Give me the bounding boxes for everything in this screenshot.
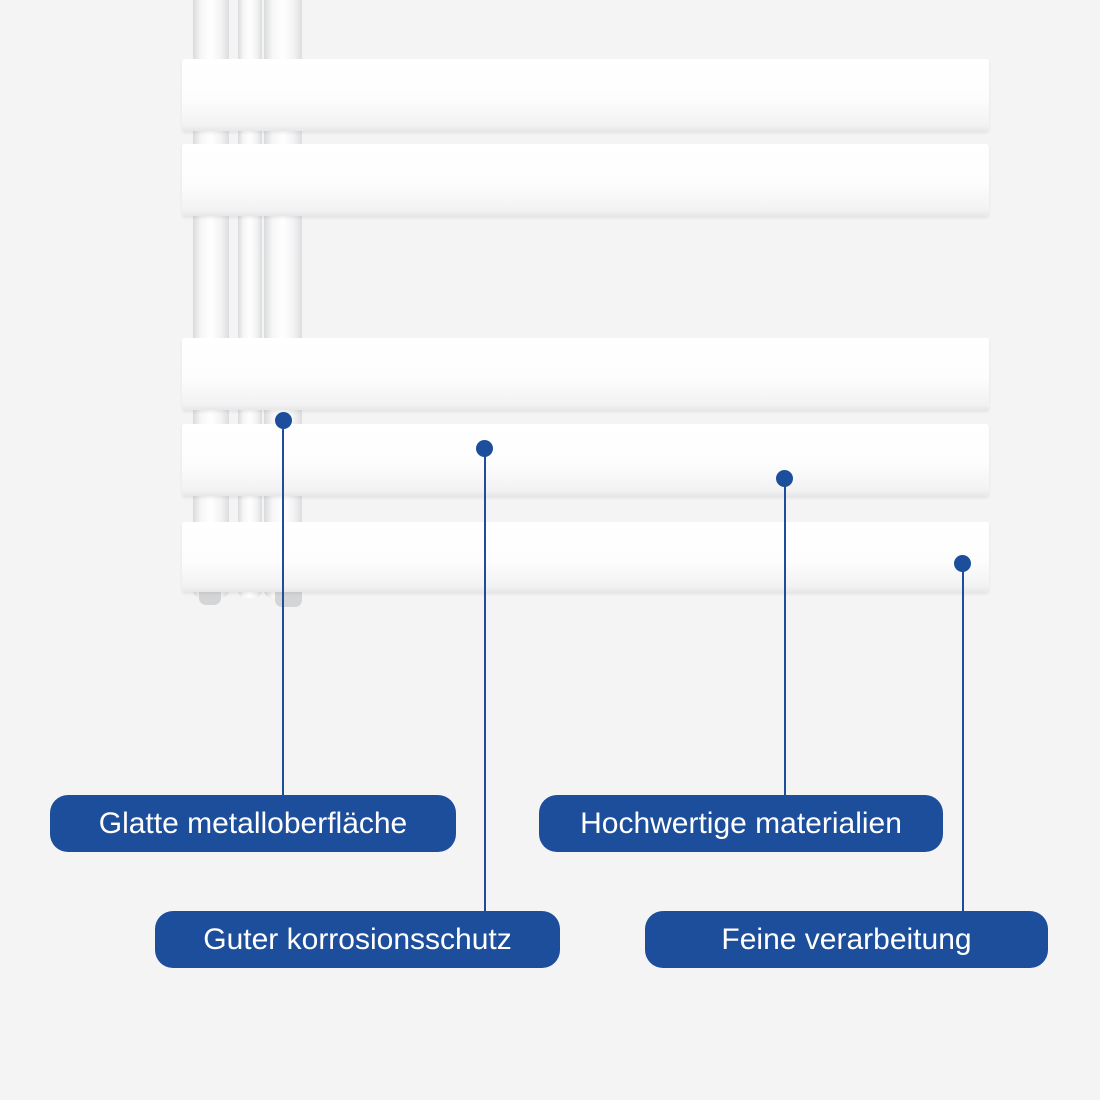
callout-line-glatte-metalloberflaeche [282,420,284,797]
radiator-panel-2 [182,144,989,216]
radiator-panel-1 [182,59,989,131]
radiator-valve-cap-right [275,592,302,607]
radiator-panel-4 [182,424,989,496]
callout-pill-glatte-metalloberflaeche: Glatte metalloberfläche [50,795,456,852]
callout-dot-guter-korrosionsschutz [476,440,493,457]
radiator-valve-cap-left [199,592,221,605]
callout-dot-feine-verarbeitung [954,555,971,572]
callout-line-feine-verarbeitung [962,563,964,913]
radiator-panel-5 [182,522,989,592]
callout-label: Hochwertige materialien [580,806,902,840]
callout-label: Guter korrosionsschutz [203,922,512,956]
callout-pill-feine-verarbeitung: Feine verarbeitung [645,911,1048,968]
callout-label: Glatte metalloberfläche [98,806,408,840]
callout-line-hochwertige-materialien [784,478,786,797]
callout-label: Feine verarbeitung [721,922,972,956]
radiator-panel-3 [182,338,989,410]
callout-pill-hochwertige-materialien: Hochwertige materialien [539,795,943,852]
callout-line-guter-korrosionsschutz [484,448,486,913]
callout-pill-guter-korrosionsschutz: Guter korrosionsschutz [155,911,560,968]
callout-dot-glatte-metalloberflaeche [275,412,292,429]
callout-dot-hochwertige-materialien [776,470,793,487]
